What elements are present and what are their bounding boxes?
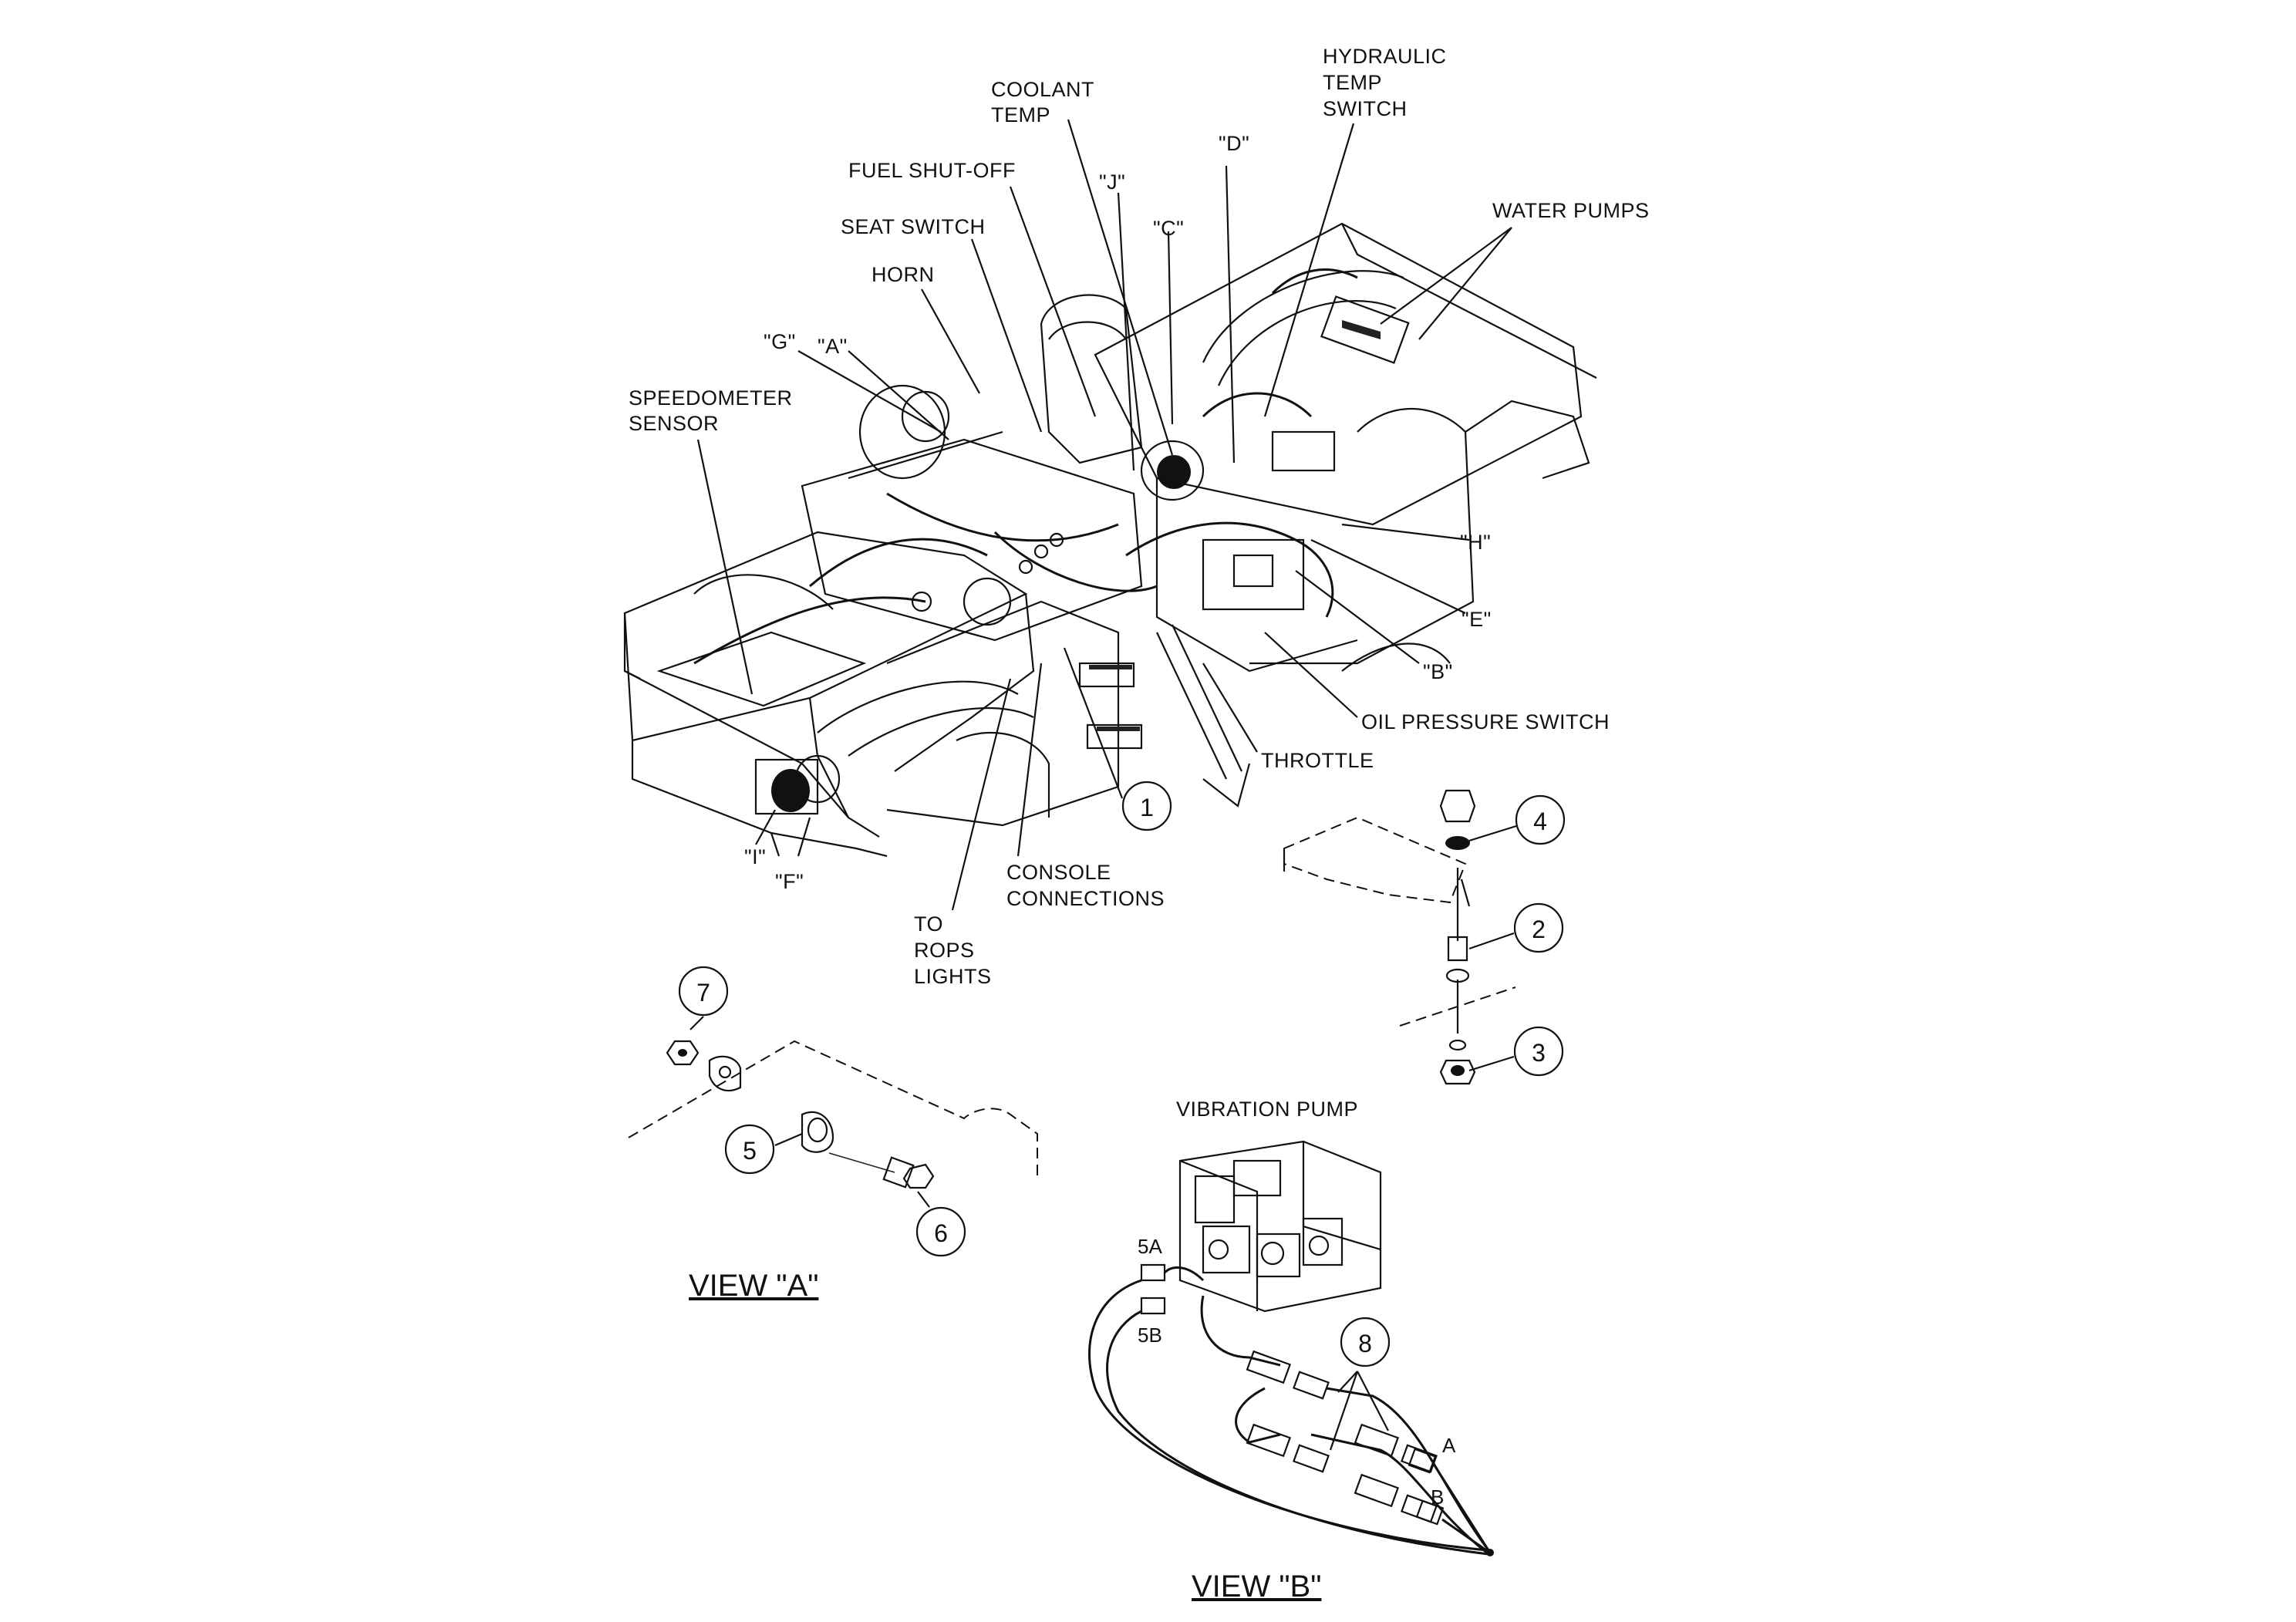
- part-bubble-7-number: 7: [696, 979, 710, 1007]
- seat-switch-label: SEAT SWITCH: [841, 215, 986, 238]
- leader-lines: [696, 119, 1512, 911]
- part-bubble-3[interactable]: 3: [1513, 1026, 1564, 1077]
- vibration-pump-label: VIBRATION PUMP: [1176, 1098, 1358, 1121]
- part-bubble-6-number: 6: [934, 1219, 948, 1247]
- console-connections-label-line1: CONSOLE: [1006, 861, 1111, 884]
- coolant-temp-label-line1: COOLANT: [991, 78, 1094, 101]
- callout-a: "A": [818, 335, 848, 358]
- part-bubble-7[interactable]: 7: [678, 966, 729, 1017]
- to-rops-lights-label-line1: TO: [914, 912, 943, 936]
- view-b-title: VIEW "B": [1192, 1570, 1321, 1603]
- speedometer-sensor-label-line2: SENSOR: [629, 412, 719, 435]
- hydraulic-temp-switch-label-line1: HYDRAULIC: [1323, 45, 1447, 68]
- callout-c: "C": [1153, 217, 1184, 240]
- callout-h: "H": [1460, 531, 1491, 554]
- water-pumps-label: WATER PUMPS: [1492, 199, 1650, 222]
- to-rops-lights-label-line2: ROPS: [914, 939, 975, 962]
- callout-i: "I": [744, 845, 766, 868]
- callout-f: "F": [775, 870, 804, 893]
- part-bubble-4-number: 4: [1533, 808, 1547, 835]
- callout-j: "J": [1099, 170, 1125, 194]
- view-a-detail-drawing: [628, 1016, 1038, 1208]
- vibration-pump-drawing: [1088, 1140, 1494, 1556]
- console-connections-label-line2: CONNECTIONS: [1006, 887, 1165, 910]
- part-bubble-8-number: 8: [1358, 1330, 1372, 1357]
- callout-b: "B": [1423, 660, 1453, 683]
- horn-label: HORN: [872, 263, 935, 286]
- callout-g: "G": [764, 330, 796, 353]
- port-b-label: B: [1431, 1485, 1444, 1509]
- port-a-label: A: [1442, 1434, 1456, 1457]
- part-bubble-3-number: 3: [1532, 1039, 1546, 1067]
- fuel-shut-off-label: FUEL SHUT-OFF: [848, 159, 1016, 182]
- part-bubble-8[interactable]: 8: [1340, 1317, 1391, 1367]
- machine-frame-drawing: [623, 222, 1597, 858]
- part-bubble-2[interactable]: 2: [1513, 902, 1564, 953]
- hydraulic-temp-switch-label-line3: SWITCH: [1323, 97, 1407, 120]
- part-bubble-5-number: 5: [743, 1137, 757, 1165]
- part-bubble-2-number: 2: [1532, 916, 1546, 943]
- letter-callouts: "D" "J" "C" "G" "A" "H" "E" "B" "I" "F": [744, 132, 1492, 893]
- to-rops-lights-label-line3: LIGHTS: [914, 965, 992, 988]
- port-5a-label: 5A: [1138, 1235, 1162, 1258]
- oil-pressure-switch-label: OIL PRESSURE SWITCH: [1361, 710, 1610, 733]
- coolant-temp-label-line2: TEMP: [991, 103, 1050, 126]
- part-bubble-5[interactable]: 5: [724, 1124, 775, 1175]
- view-b-port-labels: 5A 5B A B: [1138, 1235, 1456, 1509]
- part-bubble-1-number: 1: [1140, 794, 1154, 821]
- part-bubble-4[interactable]: 4: [1515, 794, 1566, 845]
- part-bubble-6[interactable]: 6: [915, 1206, 966, 1257]
- oil-switch-detail-drawing: [1283, 789, 1517, 1085]
- hydraulic-temp-switch-label-line2: TEMP: [1323, 71, 1382, 94]
- port-5b-label: 5B: [1138, 1324, 1162, 1347]
- speedometer-sensor-label-line1: SPEEDOMETER: [629, 386, 793, 410]
- component-labels: COOLANT TEMP HYDRAULIC TEMP SWITCH FUEL …: [629, 45, 1650, 1603]
- part-bubble-1[interactable]: 1: [1121, 781, 1172, 831]
- callout-e: "E": [1462, 608, 1492, 631]
- callout-d: "D": [1219, 132, 1249, 155]
- view-a-title: VIEW "A": [689, 1269, 818, 1303]
- throttle-label: THROTTLE: [1261, 749, 1374, 772]
